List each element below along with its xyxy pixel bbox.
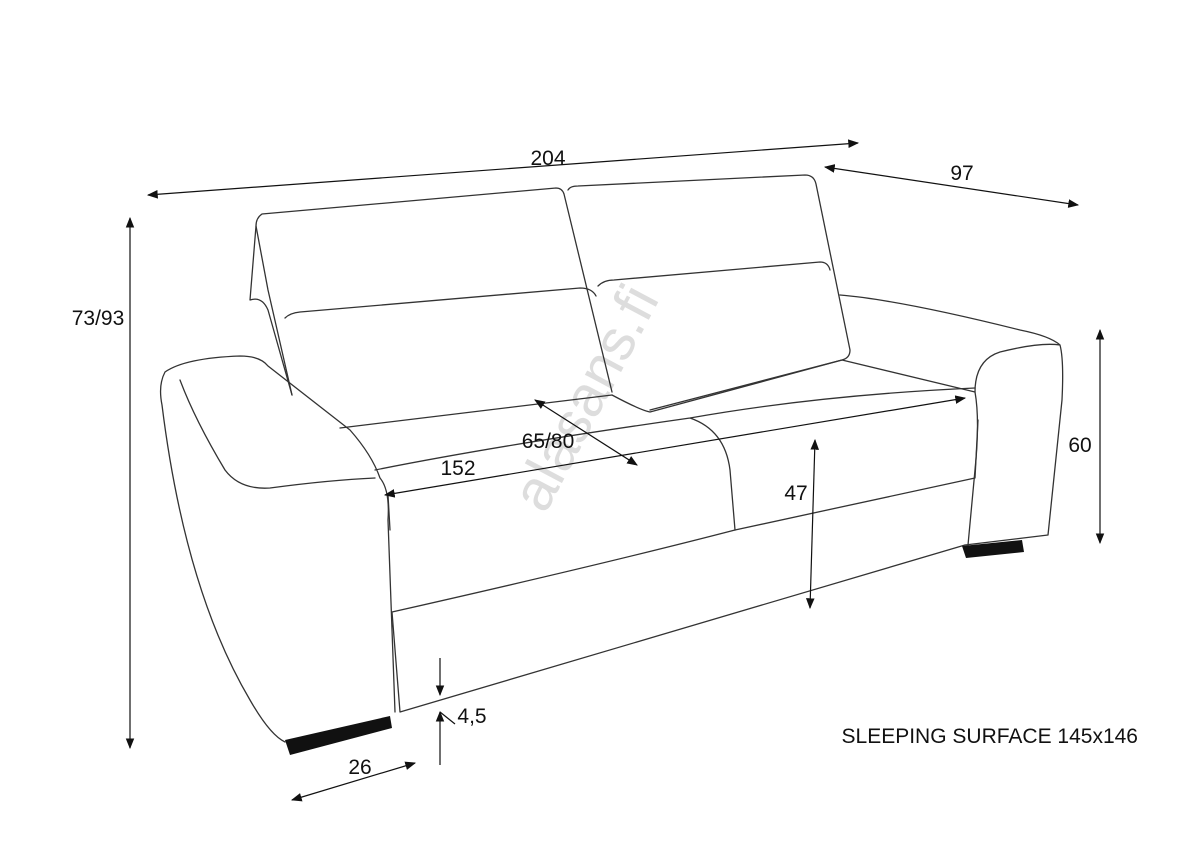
width-dimension-line	[146, 139, 860, 199]
seat-width-dimension-line	[383, 395, 967, 498]
arm-height-label: 60	[1068, 434, 1091, 457]
left-back-cushion	[255, 187, 613, 396]
leg-height-label: 4,5	[457, 705, 486, 728]
depth-dimension-line	[823, 164, 1080, 208]
sleeping-surface-note: SLEEPING SURFACE 145x146	[842, 725, 1138, 748]
depth-label: 97	[950, 162, 973, 185]
seat-front-face	[387, 419, 979, 531]
seat-depth-dimension-line	[534, 399, 638, 466]
seat-height-dimension-line	[805, 438, 820, 610]
left-leg	[285, 716, 392, 755]
arm-width-dimension-line	[290, 761, 417, 802]
sofa-outline	[159, 174, 1064, 755]
height-label: 73/93	[72, 307, 125, 330]
seat-depth-label: 65/80	[522, 430, 575, 453]
right-back-seam	[597, 261, 831, 287]
right-arm	[839, 294, 1064, 546]
seat-height-label: 47	[784, 482, 807, 505]
seat-width-label: 152	[440, 457, 475, 480]
arm-width-label: 26	[348, 756, 371, 779]
left-back-seam	[284, 287, 597, 319]
width-label: 204	[530, 147, 565, 170]
base-front	[391, 529, 966, 713]
back-recline	[249, 225, 293, 396]
leg-height-dimension	[435, 658, 456, 765]
right-leg	[962, 540, 1024, 558]
left-arm	[159, 355, 396, 743]
